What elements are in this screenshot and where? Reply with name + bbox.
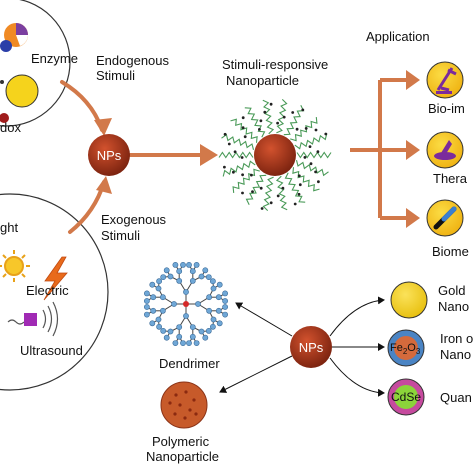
iron-label-line1: Iron o: [440, 331, 474, 346]
redox-blue-dot-icon: [0, 40, 12, 52]
application-item-3: Biome: [432, 244, 469, 259]
exogenous-arrowhead-icon: [96, 176, 112, 194]
application-title: Application: [366, 29, 430, 44]
iron-oxide-formula: Fe2O3: [390, 342, 421, 357]
light-label: ght: [0, 220, 19, 235]
app-arrowhead-1-icon: [406, 70, 420, 90]
app-arrowhead-3-icon: [406, 208, 420, 228]
ultrasound-transducer-icon: [7, 301, 59, 337]
polymeric-nanoparticle: [160, 381, 208, 429]
biomedical-icon: [426, 199, 464, 237]
iron-label-line2: Nano: [440, 347, 472, 362]
gold-nanoparticle-icon: [390, 281, 428, 319]
center-np-sphere: [88, 134, 130, 176]
stimuli-responsive-nanoparticle: [218, 99, 332, 211]
iron-oxide-nanoparticle-icon: [387, 329, 425, 367]
endogenous-label-line2: Stimuli: [96, 68, 136, 83]
bottom-np-sphere: [290, 326, 332, 368]
plus-sign-icon: [0, 80, 4, 84]
exogenous-stimuli-circle: [0, 193, 109, 391]
cdse-quantum-dot-icon: [387, 378, 425, 416]
bottom-np-label: NPs: [298, 340, 324, 355]
redox-yellow-circle-icon: [5, 74, 39, 108]
bottom-np-arrows: [219, 296, 385, 397]
quantum-label: Quan: [440, 390, 472, 405]
exogenous-label-line1: Exogenous: [101, 212, 167, 227]
app-arrowhead-2-icon: [406, 140, 420, 160]
electric-label: Electric: [26, 283, 69, 298]
exogenous-label-line2: Stimuli: [101, 228, 141, 243]
therapy-icon: [426, 131, 464, 169]
sun-icon: [0, 250, 30, 282]
gold-label-line1: Gold: [438, 283, 466, 298]
polymeric-label-line2: Nanoparticle: [146, 449, 219, 464]
enzyme-pie-icon: [4, 23, 28, 47]
endogenous-label-line1: Endogenous: [96, 53, 170, 68]
ultrasound-label: Ultrasound: [20, 343, 83, 358]
stimuli-np-label-line1: Stimuli-responsive: [222, 57, 329, 72]
enzyme-label: Enzyme: [31, 51, 78, 66]
center-arrowhead-icon: [200, 144, 218, 166]
nanoparticle-spikes: [218, 99, 332, 211]
application-item-1: Bio-im: [428, 101, 465, 116]
stimuli-arrows: [60, 80, 210, 234]
center-np-label: NPs: [96, 148, 122, 163]
bioimaging-icon: [426, 61, 464, 99]
stimuli-np-core: [254, 134, 296, 176]
polymeric-label-line1: Polymeric: [152, 434, 210, 449]
dendrimer-label: Dendrimer: [159, 356, 220, 371]
endogenous-stimuli-circle: [0, 0, 71, 127]
lightning-bolt-icon: [43, 256, 68, 301]
dendrimer-structure: [143, 261, 228, 346]
endogenous-arrowhead-icon: [94, 118, 112, 136]
application-arrows: [350, 78, 410, 220]
cdse-label: CdSe: [391, 390, 422, 404]
gold-label-line2: Nano: [438, 299, 470, 314]
nanoparticle-dots: [223, 102, 328, 210]
redox-label: dox: [0, 120, 21, 135]
stimuli-np-label-line2: Nanoparticle: [226, 73, 299, 88]
application-item-2: Thera: [433, 171, 467, 186]
redox-red-dot-icon: [0, 113, 9, 123]
